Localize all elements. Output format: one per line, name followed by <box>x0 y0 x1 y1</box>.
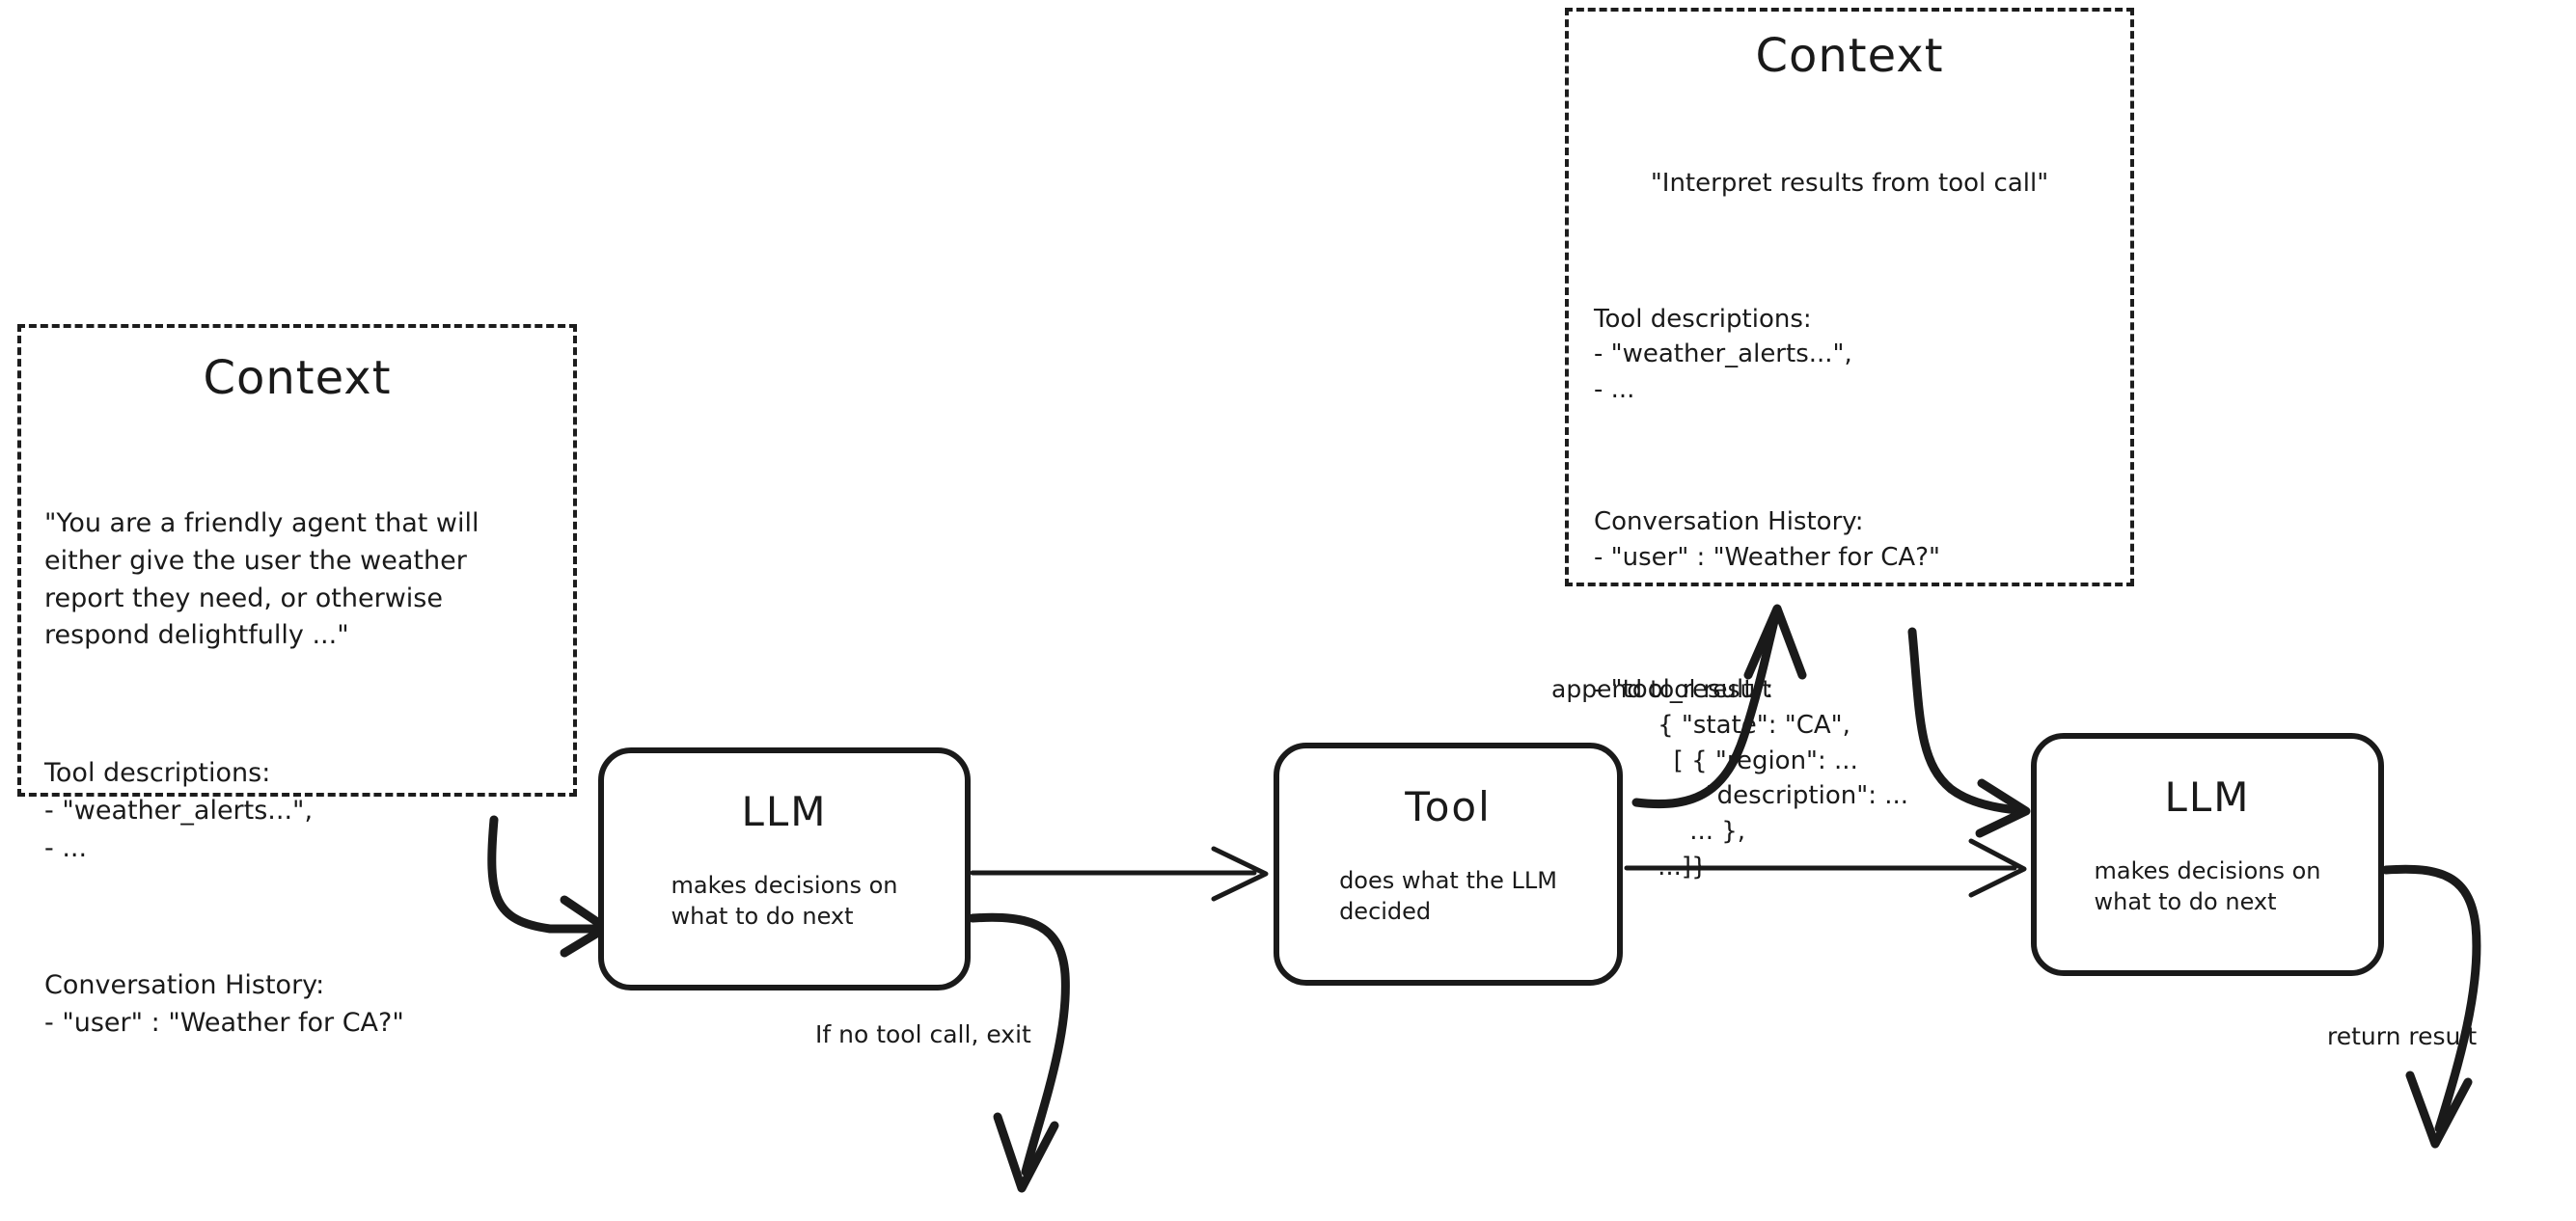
context-left-body: "You are a friendly agent that will eith… <box>44 430 550 1118</box>
node-tool-title: Tool <box>1405 783 1492 830</box>
context-box-right: Context "Interpret results from tool cal… <box>1565 8 2134 882</box>
context-right-body: "Interpret results from tool call" Tool … <box>1594 95 2105 957</box>
context-right-system-prompt: "Interpret results from tool call" <box>1650 168 2049 198</box>
node-tool[interactable]: Tool does what the LLM decided <box>1274 743 1623 986</box>
node-llm-first-title: LLM <box>741 788 828 835</box>
node-tool-subtitle: does what the LLM decided <box>1339 867 1557 926</box>
context-left-tool-descriptions: Tool descriptions: - "weather_alerts..."… <box>44 758 314 863</box>
context-left-title: Context <box>203 351 392 405</box>
node-llm-second-subtitle: makes decisions on what to do next <box>2094 857 2321 916</box>
edge-llm1-exit-head <box>993 1112 1059 1193</box>
edge-llm2-return <box>2381 864 2481 1133</box>
context-right-tool-descriptions: Tool descriptions: - "weather_alerts..."… <box>1594 304 1852 405</box>
node-llm-first[interactable]: LLM makes decisions on what to do next <box>598 747 971 990</box>
context-left-conversation-history: Conversation History: - "user" : "Weathe… <box>44 970 404 1039</box>
edge-label-return-result: return result <box>2327 1022 2478 1050</box>
context-right-tool-result: - "tool_result": { "state": "CA", [ { "r… <box>1594 674 1909 882</box>
node-llm-first-subtitle: makes decisions on what to do next <box>671 872 898 931</box>
edge-llm2-return-head <box>2405 1071 2473 1149</box>
context-right-conversation-history: Conversation History: - "user" : "Weathe… <box>1594 507 1940 572</box>
context-left-system-prompt: "You are a friendly agent that will eith… <box>44 507 488 651</box>
edge-llm1-to-tool-head <box>1211 846 1269 902</box>
context-box-left: Context "You are a friendly agent that w… <box>17 324 577 1038</box>
context-right-title: Context <box>1755 29 1944 83</box>
node-llm-second[interactable]: LLM makes decisions on what to do next <box>2031 733 2384 976</box>
node-llm-second-title: LLM <box>2164 773 2251 821</box>
edge-label-exit: If no tool call, exit <box>815 1020 1031 1048</box>
edge-label-append-tool-result: append tool result <box>1551 675 1772 703</box>
